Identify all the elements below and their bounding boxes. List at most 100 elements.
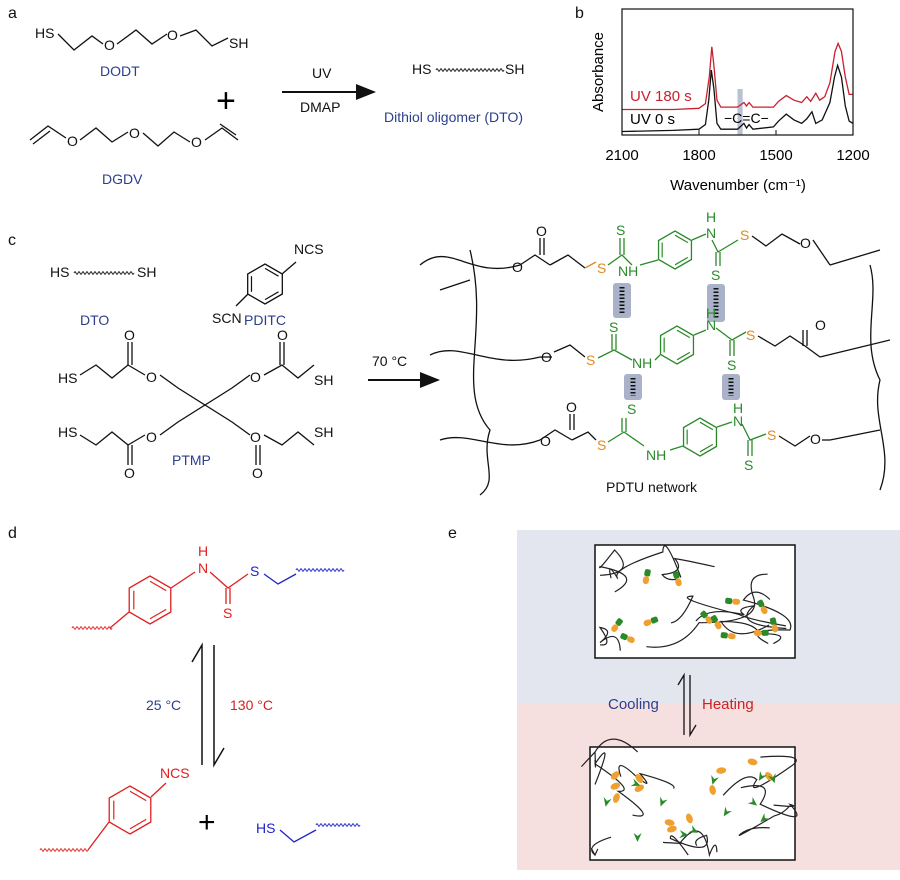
atom-s: S	[223, 605, 232, 621]
atom-sh: SH	[314, 372, 333, 388]
benzene-ring	[247, 263, 283, 305]
atom-o: O	[815, 317, 826, 333]
benzene-ring	[657, 230, 693, 270]
atom-o: O	[250, 369, 261, 385]
polymer-wavy-bond	[39, 848, 89, 852]
atom-s: S	[586, 352, 595, 368]
polymer-chain	[618, 764, 675, 789]
atom-s: S	[609, 319, 618, 335]
polymer-wavy-bond	[295, 568, 345, 572]
atom-s: S	[744, 457, 753, 473]
atom-o: O	[104, 37, 115, 53]
dynamic-crosslink	[620, 633, 635, 644]
benzene-ring	[659, 325, 695, 365]
dissociated-group	[679, 830, 689, 839]
panel-label-b: b	[575, 5, 584, 22]
polymer-chain	[581, 738, 639, 768]
atom-h: H	[733, 400, 743, 416]
ptmp-structure: HS O O O O SH HS O O O O SH PTMP	[58, 327, 333, 481]
atom-s: S	[746, 327, 755, 343]
dissociated-network-box	[589, 746, 796, 861]
series-line-uv-0s	[621, 63, 854, 133]
atom-hs: HS	[35, 25, 54, 41]
atom-n: N	[733, 413, 743, 429]
atom-s: S	[727, 357, 736, 373]
dissociated-group	[610, 782, 621, 790]
polymer-wavy-bond	[71, 626, 113, 630]
pdtu-network-label: PDTU network	[606, 479, 698, 495]
dissociated-group	[634, 784, 644, 792]
arrow-label-temperature: 70 °C	[372, 353, 407, 369]
atom-o: O	[167, 27, 178, 43]
atom-n: N	[198, 560, 208, 576]
x-tick-label: 2100	[605, 147, 638, 164]
atom-s: S	[711, 267, 720, 283]
dissociated-group	[747, 796, 758, 806]
polymer-chain	[722, 755, 797, 796]
dissociated-group	[612, 793, 620, 803]
dissociated-group	[633, 832, 642, 842]
benzene-ring	[682, 417, 718, 457]
dissociated-group	[664, 819, 675, 826]
atom-nh: NH	[632, 355, 652, 371]
atom-h: H	[706, 305, 716, 321]
atom-nh: NH	[618, 263, 638, 279]
atom-o: O	[250, 429, 261, 445]
dissociated-group	[685, 813, 693, 824]
heating-label: Heating	[702, 696, 754, 713]
atom-hs: HS	[58, 424, 77, 440]
atom-s: S	[627, 401, 636, 417]
dynamic-crosslink	[611, 618, 623, 632]
atom-o: O	[129, 125, 140, 141]
dissociated-group	[723, 806, 732, 817]
plus-sign: +	[198, 806, 216, 839]
atom-s: S	[597, 437, 606, 453]
dto-label: DTO	[80, 312, 109, 328]
dgdv-structure: O O O DGDV	[29, 123, 239, 187]
dynamic-crosslink	[710, 615, 722, 630]
arrow-label-uv: UV	[312, 65, 332, 81]
dissociated-group	[716, 767, 727, 774]
oligomer-wavy-bond	[435, 68, 505, 72]
dissociated-group	[760, 813, 770, 823]
atom-hs: HS	[256, 820, 275, 836]
panel-label-c: c	[8, 232, 16, 249]
atom-o: O	[536, 223, 547, 239]
atom-h: H	[198, 543, 208, 559]
atom-o: O	[146, 369, 157, 385]
polymer-wavy-bond	[315, 823, 361, 827]
atom-o: O	[124, 327, 135, 343]
legend-uv-180s: UV 180 s	[630, 88, 692, 105]
dissociated-group	[709, 785, 716, 795]
pdtu-network: O O S S NH H N S S O O S	[419, 209, 891, 496]
panel-label-a: a	[8, 5, 17, 22]
temperature-25c: 25 °C	[146, 697, 181, 713]
polymer-chain	[719, 620, 782, 645]
benzene-ring	[128, 575, 172, 625]
atom-o: O	[810, 431, 821, 447]
cc-highlight-band	[737, 89, 743, 135]
dissociated-group	[667, 825, 677, 833]
polymer-chain	[598, 626, 621, 651]
arrow-label-dmap: DMAP	[300, 99, 340, 115]
atom-o: O	[67, 133, 78, 149]
panel-label-e: e	[448, 525, 457, 542]
atom-scn: SCN	[212, 310, 242, 326]
legend-uv-0s: UV 0 s	[630, 111, 675, 128]
atom-o: O	[512, 259, 523, 275]
polymer-chain	[590, 836, 612, 857]
x-tick-label: 1500	[759, 147, 792, 164]
x-axis-label: Wavenumber (cm⁻¹)	[670, 177, 806, 194]
dissociated-group	[758, 771, 767, 781]
atom-n: N	[706, 317, 716, 333]
atom-sh: SH	[137, 264, 156, 280]
dynamic-crosslink	[725, 597, 741, 605]
dodt-label: DODT	[100, 63, 140, 79]
atom-hs: HS	[412, 61, 431, 77]
panel-c: c HS SH DTO NCS SCN PDITC HS O O O O SH …	[8, 209, 891, 496]
atom-o: O	[191, 134, 202, 150]
crosslinked-chains	[598, 545, 792, 651]
temperature-130c: 130 °C	[230, 697, 273, 713]
polymer-chain	[738, 805, 791, 837]
